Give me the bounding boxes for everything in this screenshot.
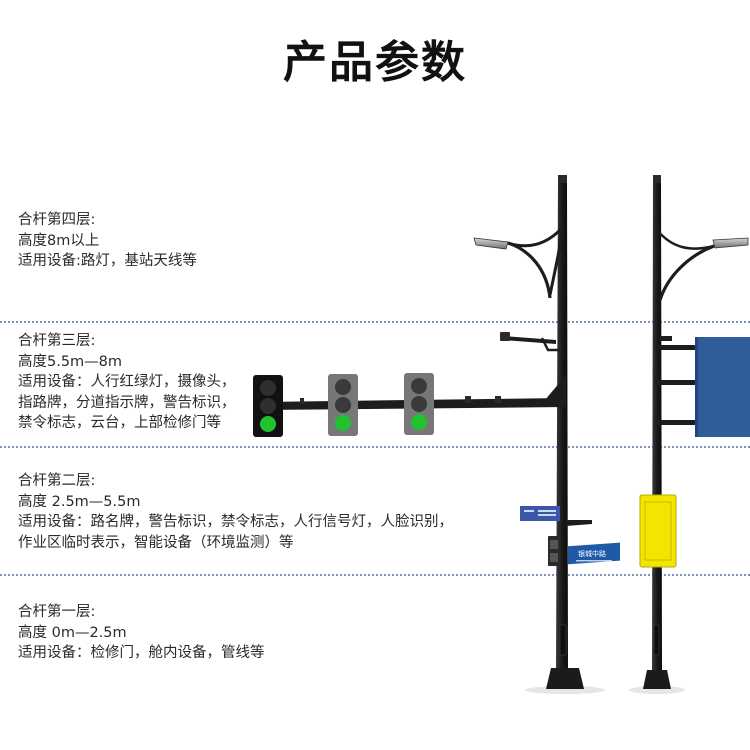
- layer-2-devices-line-1: 适用设备：路名牌，警告标识，禁令标志，人行信号灯，人脸识别，: [18, 514, 453, 530]
- layer-2-devices-line-2: 作业区临时表示，智能设备（环境监测）等: [18, 534, 294, 551]
- street-name-sign: 银城中路: [568, 542, 620, 565]
- divider-layer-2-1: [0, 574, 750, 576]
- street-name-text: 银城中路: [578, 549, 606, 558]
- road-sign-small: [520, 506, 560, 521]
- layer-3-spec: 合杆第三层: 高度5.5m—8m 适用设备：人行红绿灯，摄像头， 指路牌，分道指…: [18, 331, 236, 434]
- layer-2-height: 高度 2.5m—5.5m: [18, 493, 141, 510]
- layer-1-devices-line-1: 适用设备：检修门，舱内设备，管线等: [18, 645, 265, 661]
- traffic-signal-2: [328, 374, 358, 436]
- equipment-cabinet: [639, 494, 677, 568]
- layer-1-name: 合杆第一层:: [18, 604, 96, 620]
- layer-4-name: 合杆第四层:: [18, 212, 96, 228]
- divider-layer-3-2: [0, 446, 750, 448]
- page-title: 产品参数: [283, 37, 467, 88]
- left-pole: 银城中路: [253, 175, 620, 694]
- layer-3-devices-line-1: 适用设备：人行红绿灯，摄像头，: [18, 374, 236, 390]
- layer-4-devices-line-1: 适用设备:路灯，基站天线等: [18, 253, 197, 269]
- layer-3-name: 合杆第三层:: [18, 333, 96, 349]
- layer-4-height: 高度8m以上: [18, 232, 100, 249]
- traffic-signal-1: [253, 375, 283, 437]
- divider-layer-4-3: [0, 321, 750, 323]
- layer-3-devices-line-2: 指路牌，分道指示牌，警告标识，: [18, 394, 236, 411]
- layer-1-height: 高度 0m—2.5m: [18, 624, 127, 641]
- right-pole: [629, 175, 750, 694]
- layer-4-spec: 合杆第四层: 高度8m以上 适用设备:路灯，基站天线等: [18, 210, 197, 272]
- guide-sign-panel: [695, 337, 750, 437]
- layer-2-spec: 合杆第二层: 高度 2.5m—5.5m 适用设备：路名牌，警告标识，禁令标志，人…: [18, 471, 453, 553]
- layer-3-devices-line-3: 禁令标志，云台，上部检修门等: [18, 415, 221, 431]
- layer-2-name: 合杆第二层:: [18, 473, 96, 489]
- traffic-signal-3: [404, 373, 434, 435]
- layer-3-height: 高度5.5m—8m: [18, 353, 123, 370]
- layer-1-spec: 合杆第一层: 高度 0m—2.5m 适用设备：检修门，舱内设备，管线等: [18, 602, 265, 664]
